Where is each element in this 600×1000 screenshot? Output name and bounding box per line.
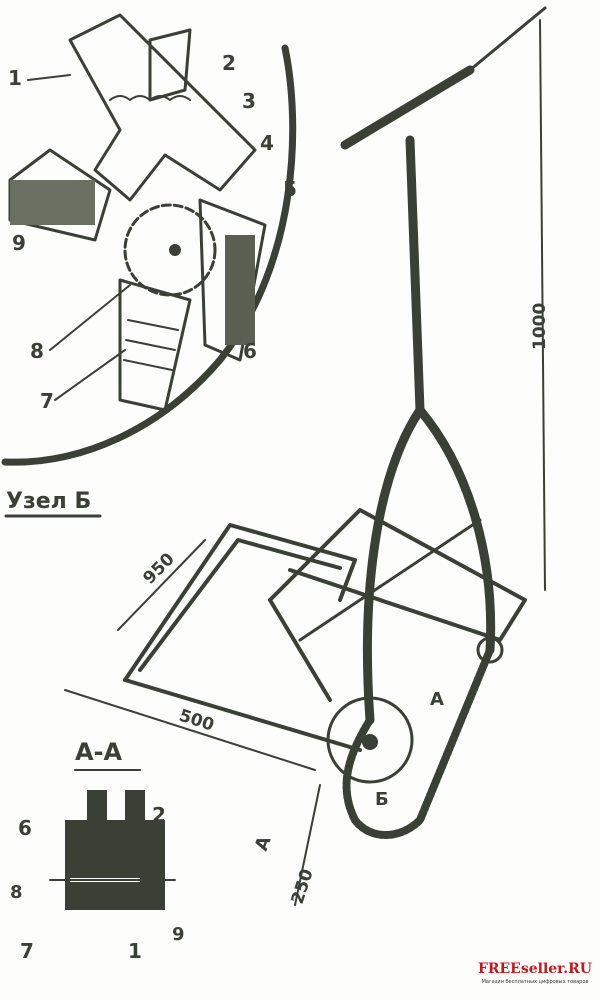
callout-8: 8: [30, 339, 44, 363]
drawing-stroke: [362, 734, 378, 750]
drawing-stroke: [340, 65, 475, 150]
node-b-marker: Б: [375, 789, 389, 810]
drawing-stroke: [268, 598, 332, 702]
section-callout-1: 1: [128, 939, 142, 963]
drawing-stroke: [148, 28, 192, 102]
callout-6: 6: [243, 339, 257, 363]
drawing-stroke: [298, 518, 482, 642]
callout-3: 3: [242, 89, 256, 113]
dimension-lines: 1000 950 500 250: [64, 19, 550, 907]
drawing-stroke: [117, 539, 206, 631]
drawing-stroke: [225, 235, 255, 345]
callout-2: 2: [222, 51, 236, 75]
drawing-stroke: [125, 790, 145, 830]
watermark-tagline: Магазин бесплатных цифровых товаров: [481, 979, 589, 985]
drawing-stroke: [198, 198, 267, 362]
section-callout-2: 2: [152, 803, 166, 827]
drawing-stroke: [68, 13, 257, 202]
watermark: FREEseller.RU Магазин бесплатных цифровы…: [478, 960, 592, 986]
section-callout-9: 9: [172, 924, 185, 945]
callout-9: 9: [12, 231, 26, 255]
drawing-stroke: [362, 405, 425, 725]
drawing-stroke: [123, 523, 357, 682]
callout-4: 4: [260, 131, 274, 155]
drawing-stroke: [64, 689, 316, 771]
drawing-stroke: [169, 244, 181, 256]
drawing-stroke: [342, 646, 494, 839]
callout-7: 7: [40, 389, 54, 413]
drawing-stroke: [476, 636, 504, 664]
drawing-stroke: [27, 74, 71, 81]
dim-frame-width: 950: [139, 549, 178, 588]
drawing-stroke: [54, 349, 126, 401]
section-marker-bottom: А: [251, 833, 276, 853]
section-aa-title: А-А: [75, 738, 123, 766]
section-marker-top: А: [430, 689, 444, 710]
drawing-stroke: [123, 678, 362, 752]
detail-b-title: Узел Б: [6, 489, 91, 514]
drawing-stroke: [294, 784, 321, 906]
drawing-stroke: [123, 359, 173, 371]
frame-structure: [123, 6, 547, 839]
dim-wheel-offset: 250: [288, 866, 318, 906]
callout-1: 1: [8, 66, 22, 90]
section-aa-drawing: [49, 790, 176, 910]
drawing-stroke: [109, 95, 191, 101]
drawing-stroke: [415, 405, 496, 655]
detail-b-parts: [8, 13, 267, 412]
drawing-stroke: [539, 19, 546, 591]
drawing-stroke: [123, 203, 217, 297]
section-callout-8: 8: [10, 882, 23, 903]
drawing-stroke: [118, 278, 192, 412]
dim-frame-length: 500: [176, 706, 216, 736]
drawing-stroke: [268, 508, 527, 642]
detail-b-callouts: 1 2 3 4 5 6 7 8 9: [8, 51, 297, 413]
drawing-stroke: [326, 696, 414, 784]
watermark-brand: FREEseller.RU: [477, 961, 592, 977]
drawing-stroke: [125, 339, 176, 351]
drawing-stroke: [49, 284, 131, 351]
callout-5: 5: [283, 177, 297, 201]
section-callout-6: 6: [18, 816, 32, 840]
drawing-stroke: [468, 6, 547, 72]
drawing-stroke: [127, 319, 179, 331]
drawing-stroke: [10, 180, 95, 225]
detail-circle-arc: [1, 44, 297, 466]
dim-height: 1000: [530, 303, 550, 350]
section-callout-7: 7: [20, 939, 34, 963]
drawing-stroke: [65, 820, 165, 910]
drawing-stroke: [87, 790, 107, 830]
drawing-stroke: [138, 538, 342, 672]
drawing-stroke: [405, 135, 425, 415]
